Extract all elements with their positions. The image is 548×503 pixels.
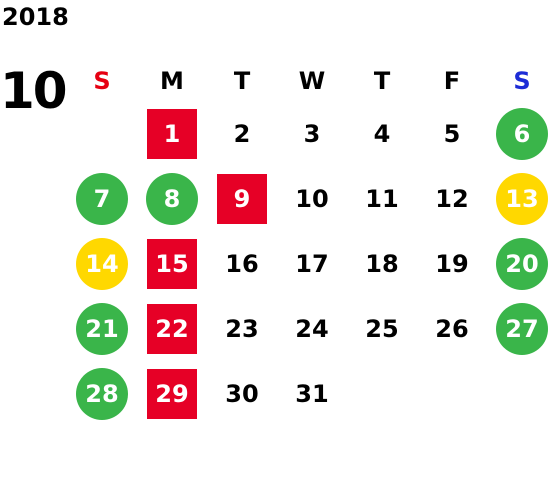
calendar-day[interactable]: 6: [496, 107, 548, 160]
weekday-label: W: [298, 67, 326, 95]
weekday-label: S: [513, 67, 531, 95]
calendar-day[interactable]: 21: [76, 302, 128, 355]
calendar-day[interactable]: 16: [225, 249, 259, 278]
calendar-day[interactable]: 28: [76, 367, 128, 420]
calendar-day[interactable]: 14: [76, 237, 128, 290]
calendar-day[interactable]: 27: [496, 302, 548, 355]
calendar-day[interactable]: 2: [233, 119, 251, 148]
weekday-label: S: [93, 67, 111, 95]
calendar-day[interactable]: 22: [147, 303, 197, 354]
calendar-day[interactable]: 3: [303, 119, 321, 148]
calendar-day[interactable]: 1: [147, 108, 197, 159]
calendar-day[interactable]: 4: [373, 119, 391, 148]
calendar-year: 2018: [2, 3, 69, 31]
calendar-day[interactable]: 19: [435, 249, 469, 278]
calendar-day[interactable]: 30: [225, 379, 259, 408]
calendar-day[interactable]: 20: [496, 237, 548, 290]
weekday-label: T: [233, 67, 251, 95]
calendar-day[interactable]: 15: [147, 238, 197, 289]
calendar-month: 10: [0, 62, 68, 120]
calendar-day[interactable]: 17: [295, 249, 329, 278]
weekday-label: M: [160, 67, 184, 95]
calendar-day[interactable]: 26: [435, 314, 469, 343]
calendar-day[interactable]: 29: [147, 368, 197, 419]
calendar-day[interactable]: 11: [365, 184, 399, 213]
weekday-label: F: [443, 67, 461, 95]
calendar-day[interactable]: 5: [443, 119, 461, 148]
calendar-day[interactable]: 13: [496, 172, 548, 225]
calendar-day[interactable]: 12: [435, 184, 469, 213]
calendar-day[interactable]: 23: [225, 314, 259, 343]
calendar-day[interactable]: 31: [295, 379, 329, 408]
calendar-day[interactable]: 24: [295, 314, 329, 343]
calendar-day[interactable]: 10: [295, 184, 329, 213]
calendar-day[interactable]: 8: [146, 172, 198, 225]
calendar-day[interactable]: 7: [76, 172, 128, 225]
calendar-day[interactable]: 9: [217, 173, 267, 224]
calendar-day[interactable]: 25: [365, 314, 399, 343]
calendar-day[interactable]: 18: [365, 249, 399, 278]
weekday-label: T: [373, 67, 391, 95]
